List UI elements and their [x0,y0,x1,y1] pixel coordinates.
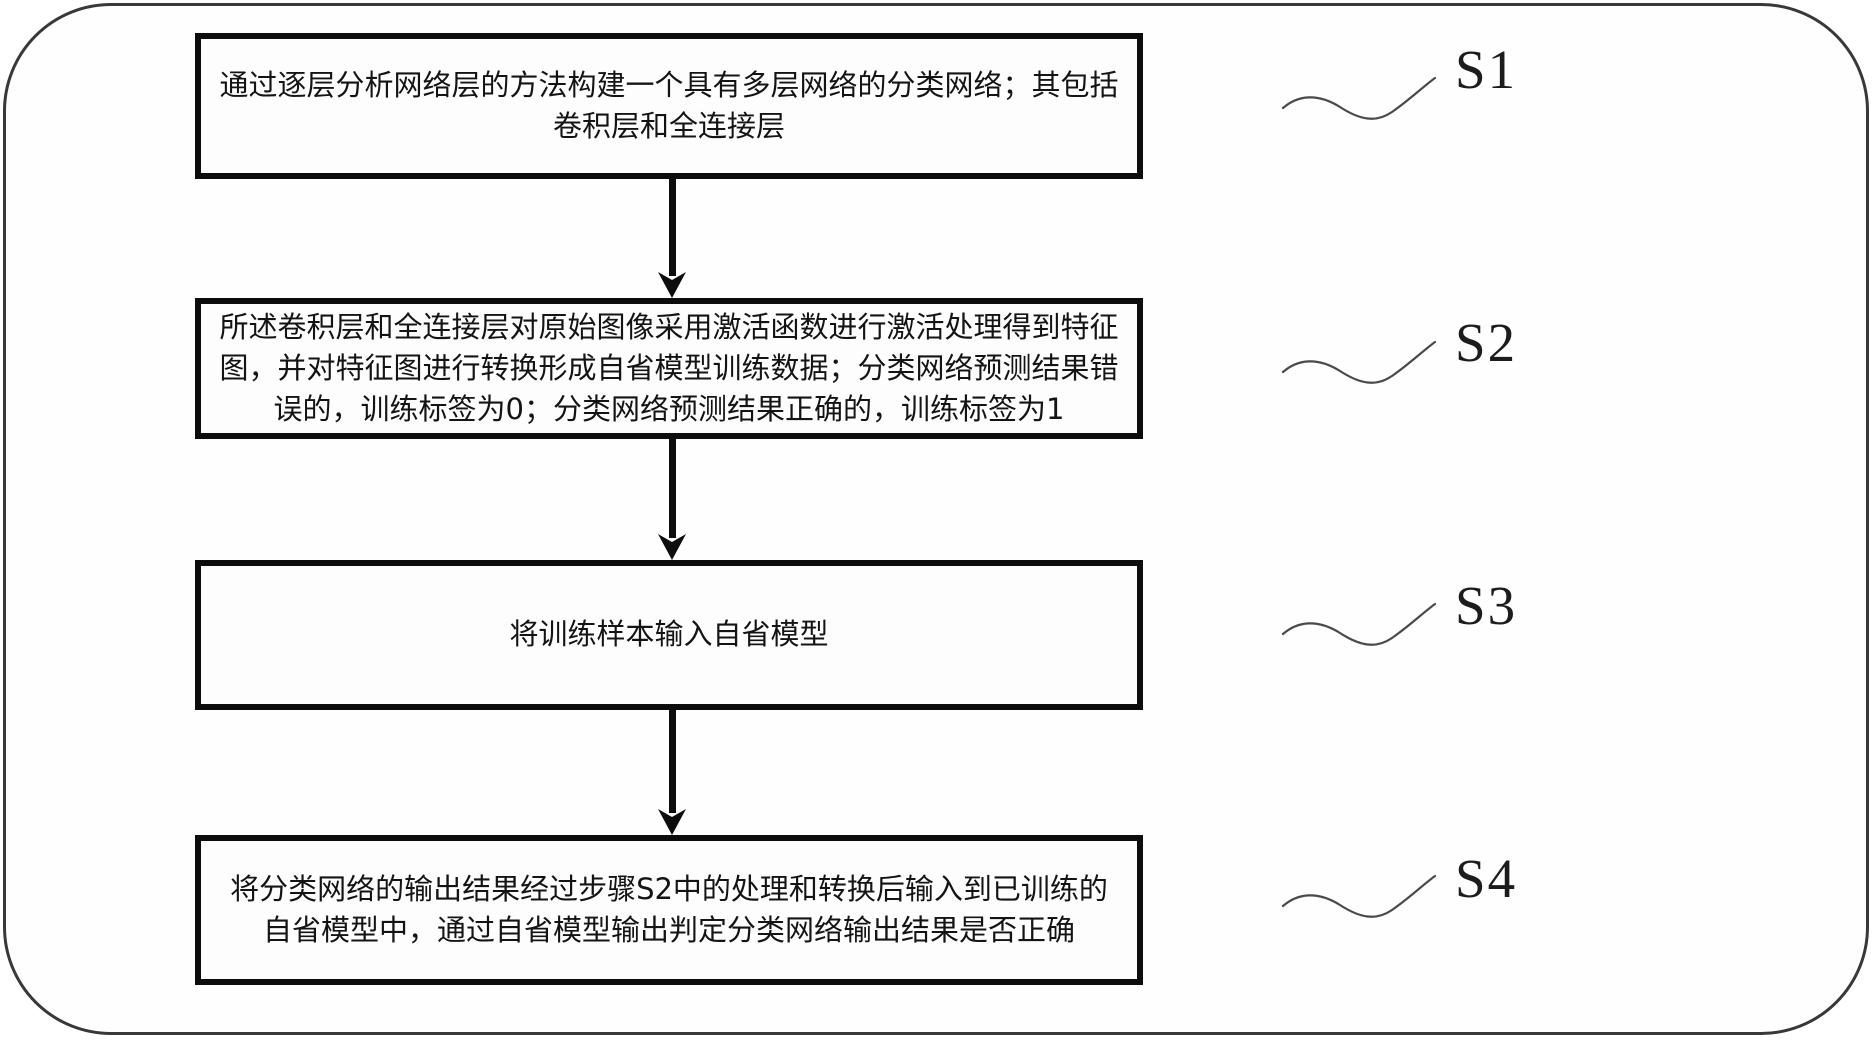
step-box-s3: 将训练样本输入自省模型 [195,560,1143,710]
step-s3-text: 将训练样本输入自省模型 [509,617,829,652]
step-s4-text: 将分类网络的输出结果经过步骤S2中的处理和转换后输入到已训练的自省模型中，通过自… [230,871,1108,947]
step-box-s2: 所述卷积层和全连接层对原始图像采用激活函数进行激活处理得到特征图，并对特征图进行… [195,298,1143,439]
arrow-shaft [668,179,676,276]
leader-squiggle-icon [1280,600,1438,652]
arrowhead-down-icon [658,272,686,298]
flow-arrow-down-icon [658,179,686,298]
step-label-s4: S4 [1455,848,1518,909]
flow-arrow-down-icon [658,439,686,560]
arrow-shaft [668,710,676,813]
leader-squiggle-icon [1280,872,1438,924]
arrowhead-down-icon [658,809,686,835]
step-s1-text: 通过逐层分析网络层的方法构建一个具有多层网络的分类网络；其包括卷积层和全连接层 [219,67,1119,143]
step-label-s3: S3 [1455,575,1518,636]
step-box-s1: 通过逐层分析网络层的方法构建一个具有多层网络的分类网络；其包括卷积层和全连接层 [195,33,1143,179]
step-label-s2: S2 [1455,312,1518,373]
leader-squiggle-icon [1280,338,1438,390]
flow-arrow-down-icon [658,710,686,835]
leader-squiggle-icon [1280,74,1438,126]
step-label-s1: S1 [1455,39,1518,100]
arrowhead-down-icon [658,534,686,560]
step-s2-text: 所述卷积层和全连接层对原始图像采用激活函数进行激活处理得到特征图，并对特征图进行… [219,309,1119,427]
arrow-shaft [668,439,676,538]
step-box-s4: 将分类网络的输出结果经过步骤S2中的处理和转换后输入到已训练的自省模型中，通过自… [195,835,1143,985]
